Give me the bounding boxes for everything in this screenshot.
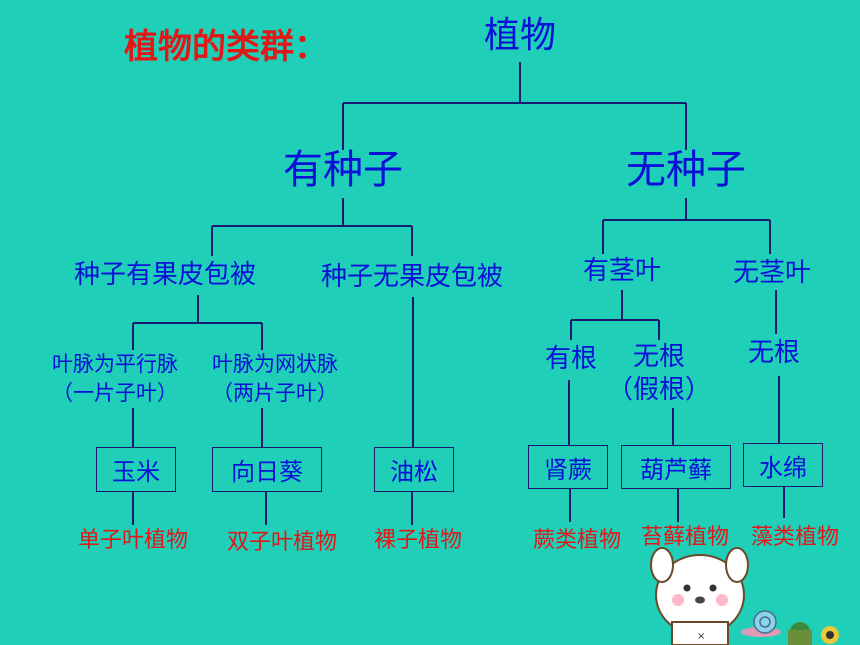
category-monocot: 单子叶植物 [77, 528, 189, 553]
example-box-fern: 肾蕨 [528, 445, 608, 489]
example-box-sunflower: 向日葵 [212, 447, 322, 492]
node-seedless-plants: 无种子 [626, 147, 746, 193]
puppy-mascot-icon: × [650, 547, 749, 645]
node-pseudo-root: （假根） [606, 375, 712, 405]
root-node: 植物 [483, 15, 557, 56]
node-stem-leaf: 有茎叶 [582, 256, 662, 286]
category-gymnosperm: 裸子植物 [373, 528, 463, 553]
example-box-corn: 玉米 [96, 447, 176, 492]
node-seed-plants: 有种子 [283, 147, 403, 193]
node-dicot-cotyledon: （两片子叶） [212, 381, 338, 405]
node-no-root: 无根 [632, 342, 686, 372]
category-dicot: 双子叶植物 [226, 530, 338, 555]
acorn-icon [788, 622, 839, 645]
example-box-moss: 葫芦藓 [621, 445, 731, 489]
diagram-heading: 植物的类群： [124, 27, 328, 67]
category-moss: 苔藓植物 [640, 525, 730, 550]
node-gymnosperm: 种子无果皮包被 [320, 262, 504, 292]
node-monocot-cotyledon: （一片子叶） [52, 381, 178, 405]
category-fern: 蕨类植物 [532, 528, 622, 553]
snail-icon [741, 610, 781, 637]
example-box-alga: 水绵 [743, 443, 823, 487]
node-no-stem-leaf: 无茎叶 [732, 258, 812, 288]
node-angiosperm: 种子有果皮包被 [73, 260, 257, 290]
example-box-pine: 油松 [374, 447, 454, 492]
node-rootless: 无根 [747, 338, 801, 368]
node-dicot-veins: 叶脉为网状脉 [212, 352, 338, 376]
svg-text:×: × [697, 631, 705, 642]
category-alga: 藻类植物 [750, 525, 840, 550]
node-has-root: 有根 [544, 344, 598, 374]
node-monocot-veins: 叶脉为平行脉 [52, 352, 178, 376]
